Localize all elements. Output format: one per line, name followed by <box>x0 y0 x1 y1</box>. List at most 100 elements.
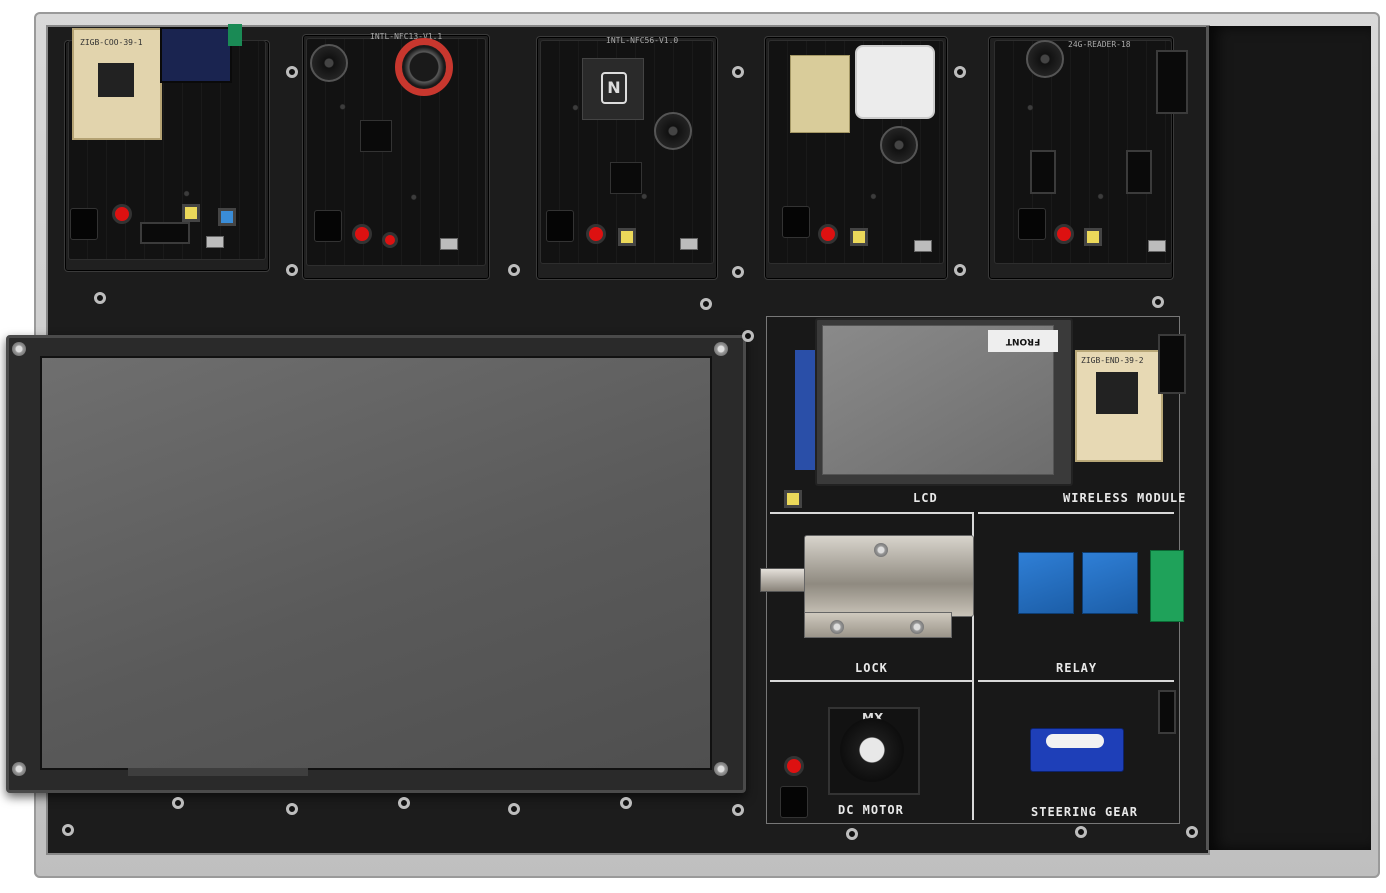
relay-2 <box>1082 552 1138 614</box>
mounting-hole <box>1075 826 1087 838</box>
usb-port <box>914 240 932 252</box>
lcd-side-board <box>795 350 815 470</box>
wireless-module-silkscreen: ZIGB-END-39-2 <box>1081 356 1144 365</box>
lcd-screen[interactable] <box>822 325 1054 475</box>
mounting-hole <box>94 292 106 304</box>
mounting-hole <box>846 828 858 840</box>
user-button[interactable] <box>382 232 398 248</box>
buzzer <box>654 112 692 150</box>
reset-button[interactable] <box>818 224 838 244</box>
steering-gear-zone-label: STEERING GEAR <box>1031 805 1138 819</box>
reset-button[interactable] <box>1054 224 1074 244</box>
reset-button[interactable] <box>352 224 372 244</box>
mounting-hole <box>1152 296 1164 308</box>
zone-divider <box>972 512 974 820</box>
buzzer <box>1026 40 1064 78</box>
power-jack <box>546 210 574 242</box>
user-button-yellow[interactable] <box>850 228 868 246</box>
screw <box>830 620 844 634</box>
mounting-hole <box>742 330 754 342</box>
pin-header <box>1156 50 1188 114</box>
user-button-yellow[interactable] <box>618 228 636 246</box>
zigbee-coordinator-silkscreen: ZIGB-COO-39-1 <box>80 38 143 47</box>
mounting-hole <box>172 797 184 809</box>
usb-port <box>680 238 698 250</box>
usb-port <box>440 238 458 250</box>
usb-port <box>1148 240 1166 252</box>
pin-header <box>1030 150 1056 194</box>
lcd-button[interactable] <box>784 490 802 508</box>
nfc-module-silkscreen: INTL-NFC13-V1.1 <box>370 32 443 41</box>
mounting-hole <box>1186 826 1198 838</box>
reset-button[interactable] <box>112 204 132 224</box>
mounting-hole <box>732 266 744 278</box>
power-jack <box>780 786 808 818</box>
buzzer <box>310 44 348 82</box>
screw <box>12 762 26 776</box>
user-button-yellow[interactable] <box>182 204 200 222</box>
relay-1 <box>1018 552 1074 614</box>
screw <box>910 620 924 634</box>
servo-motor <box>1030 728 1124 772</box>
reader-24g-silkscreen: 24G-READER-18 <box>1068 40 1131 49</box>
motor-button[interactable] <box>784 756 804 776</box>
nfc-icon: N <box>601 72 627 104</box>
usb-port <box>206 236 224 248</box>
power-jack <box>1018 208 1046 240</box>
nfc-reader-silkscreen: INTL-NFC56-V1.0 <box>606 36 679 45</box>
mounting-hole <box>508 264 520 276</box>
power-jack <box>70 208 98 240</box>
zone-divider <box>770 512 972 514</box>
electric-lock <box>804 535 974 617</box>
storage-pocket <box>1206 26 1371 850</box>
oled-tab <box>228 24 242 46</box>
pin-header <box>1158 690 1176 734</box>
nfc-antenna-area <box>582 58 644 120</box>
pin-header <box>140 222 190 244</box>
ribbon-connector <box>128 768 308 776</box>
zone-divider <box>770 680 972 682</box>
servo-horn <box>1046 734 1104 748</box>
oled-display <box>160 27 232 83</box>
mounting-hole <box>286 264 298 276</box>
touchscreen-display[interactable] <box>40 356 712 770</box>
mounting-hole <box>398 797 410 809</box>
lock-bolt <box>760 568 808 592</box>
power-jack <box>782 206 810 238</box>
buzzer <box>880 126 918 164</box>
relay-zone-label: RELAY <box>1056 661 1098 675</box>
screw <box>714 342 728 356</box>
mounting-hole <box>700 298 712 310</box>
wireless-zone-label: WIRELESS MODULE <box>1063 491 1187 505</box>
fan-blades <box>840 718 904 782</box>
lcd-protective-sticker: FRONT <box>988 330 1058 352</box>
mcu-chip <box>360 120 392 152</box>
mounting-hole <box>286 803 298 815</box>
pin-header <box>1158 334 1186 394</box>
mounting-hole <box>732 66 744 78</box>
zigbee-chip-module: ZIGB-COO-39-1 <box>72 28 162 140</box>
relay-terminal-block <box>1150 550 1184 622</box>
mounting-hole <box>732 804 744 816</box>
screw <box>714 762 728 776</box>
screw <box>12 342 26 356</box>
user-button-yellow[interactable] <box>1084 228 1102 246</box>
mcu-chip <box>610 162 642 194</box>
mounting-hole <box>62 824 74 836</box>
reset-button[interactable] <box>586 224 606 244</box>
zone-divider <box>978 680 1174 682</box>
mounting-hole <box>286 66 298 78</box>
mounting-hole <box>620 797 632 809</box>
lock-mount-plate <box>804 612 952 638</box>
nfc-coil <box>395 38 453 96</box>
mounting-hole <box>954 264 966 276</box>
lcd-zone-label: LCD <box>913 491 938 505</box>
screw <box>874 543 888 557</box>
zigbee-chip <box>1096 372 1138 414</box>
gps-antenna <box>855 45 935 119</box>
zone-divider <box>978 512 1174 514</box>
power-jack <box>314 210 342 242</box>
user-button-blue[interactable] <box>218 208 236 226</box>
dc-motor-zone-label: DC MOTOR <box>838 803 904 817</box>
